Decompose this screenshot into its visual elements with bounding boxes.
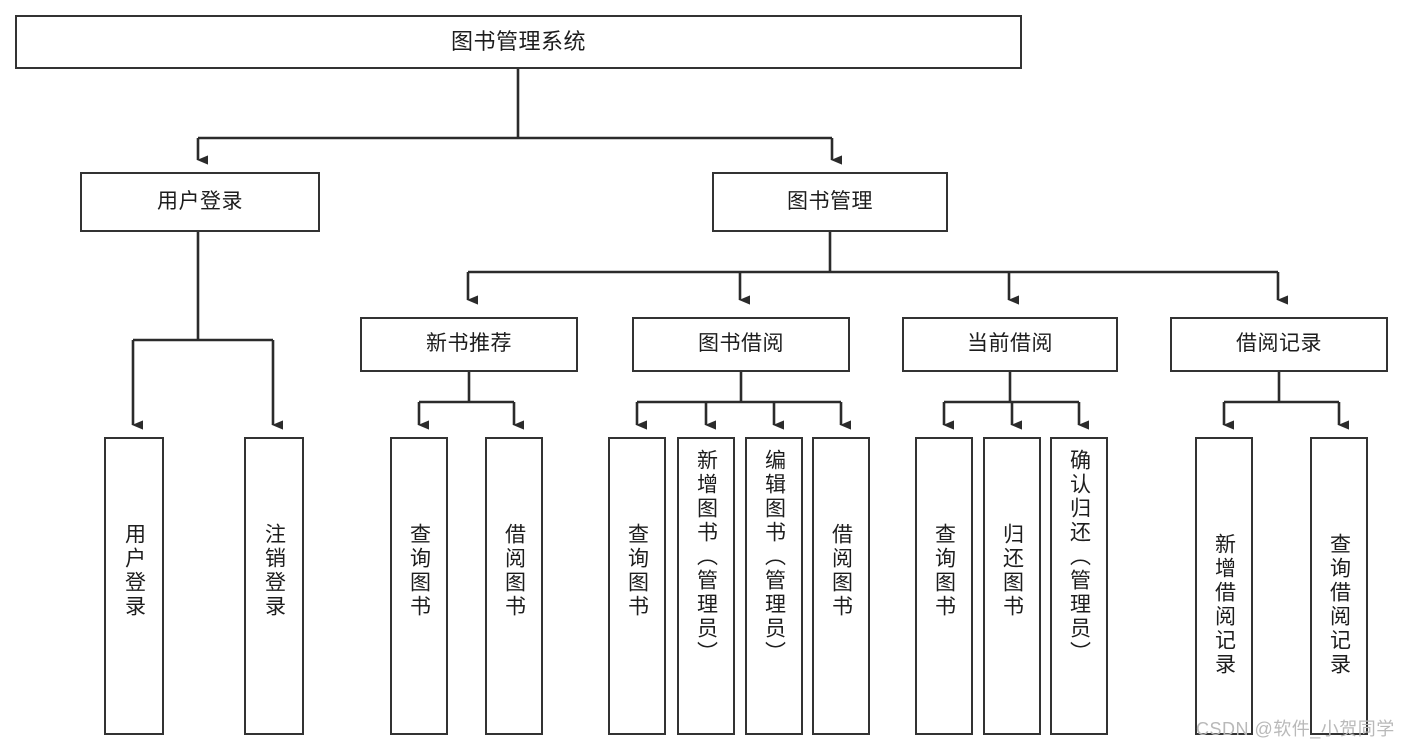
node-root-label: 图书管理系统 <box>450 29 586 55</box>
node-current-borrow-label: 当前借阅 <box>967 332 1053 356</box>
node-book-manage[interactable]: 图书管理 <box>712 172 948 232</box>
node-current-borrow[interactable]: 当前借阅 <box>902 317 1118 372</box>
csdn-watermark: CSDN @软件_小贺同学 <box>1196 719 1395 739</box>
node-book-manage-label: 图书管理 <box>787 189 873 213</box>
leaf-add-record[interactable]: 新增借阅记录 <box>1195 437 1253 735</box>
node-user-login-label: 用户登录 <box>157 189 243 213</box>
node-root[interactable]: 图书管理系统 <box>15 15 1022 69</box>
leaf-query-record[interactable]: 查询借阅记录 <box>1310 437 1368 735</box>
leaf-return-book-label: 归还图书 <box>1000 523 1024 619</box>
leaf-logout[interactable]: 注销登录 <box>244 437 304 735</box>
leaf-edit-book[interactable]: 编辑图书（管理员） <box>745 437 803 735</box>
leaf-query-books-cur[interactable]: 查询图书 <box>915 437 973 735</box>
leaf-query-books-cur-label: 查询图书 <box>932 523 956 619</box>
leaf-borrow-book-label: 借阅图书 <box>829 523 853 619</box>
leaf-query-books-borrow[interactable]: 查询图书 <box>608 437 666 735</box>
leaf-user-login[interactable]: 用户登录 <box>104 437 164 735</box>
leaf-query-books-rec[interactable]: 查询图书 <box>390 437 448 735</box>
leaf-confirm-return[interactable]: 确认归还（管理员） <box>1050 437 1108 735</box>
node-borrow-record[interactable]: 借阅记录 <box>1170 317 1388 372</box>
leaf-user-login-label: 用户登录 <box>122 523 146 619</box>
leaf-borrow-book[interactable]: 借阅图书 <box>812 437 870 735</box>
leaf-logout-label: 注销登录 <box>262 523 286 619</box>
node-book-borrow[interactable]: 图书借阅 <box>632 317 850 372</box>
leaf-query-record-label: 查询借阅记录 <box>1327 533 1351 677</box>
node-new-book-rec-label: 新书推荐 <box>426 332 512 356</box>
leaf-query-books-borrow-label: 查询图书 <box>625 523 649 619</box>
leaf-query-books-rec-label: 查询图书 <box>407 523 431 619</box>
leaf-borrow-books-rec[interactable]: 借阅图书 <box>485 437 543 735</box>
leaf-edit-book-label: 编辑图书（管理员） <box>762 449 786 665</box>
leaf-add-book[interactable]: 新增图书（管理员） <box>677 437 735 735</box>
leaf-return-book[interactable]: 归还图书 <box>983 437 1041 735</box>
node-new-book-rec[interactable]: 新书推荐 <box>360 317 578 372</box>
leaf-borrow-books-rec-label: 借阅图书 <box>502 523 526 619</box>
node-book-borrow-label: 图书借阅 <box>698 332 784 356</box>
leaf-add-book-label: 新增图书（管理员） <box>694 449 718 665</box>
leaf-confirm-return-label: 确认归还（管理员） <box>1067 449 1091 665</box>
node-borrow-record-label: 借阅记录 <box>1236 332 1322 356</box>
node-user-login[interactable]: 用户登录 <box>80 172 320 232</box>
leaf-add-record-label: 新增借阅记录 <box>1212 533 1236 677</box>
